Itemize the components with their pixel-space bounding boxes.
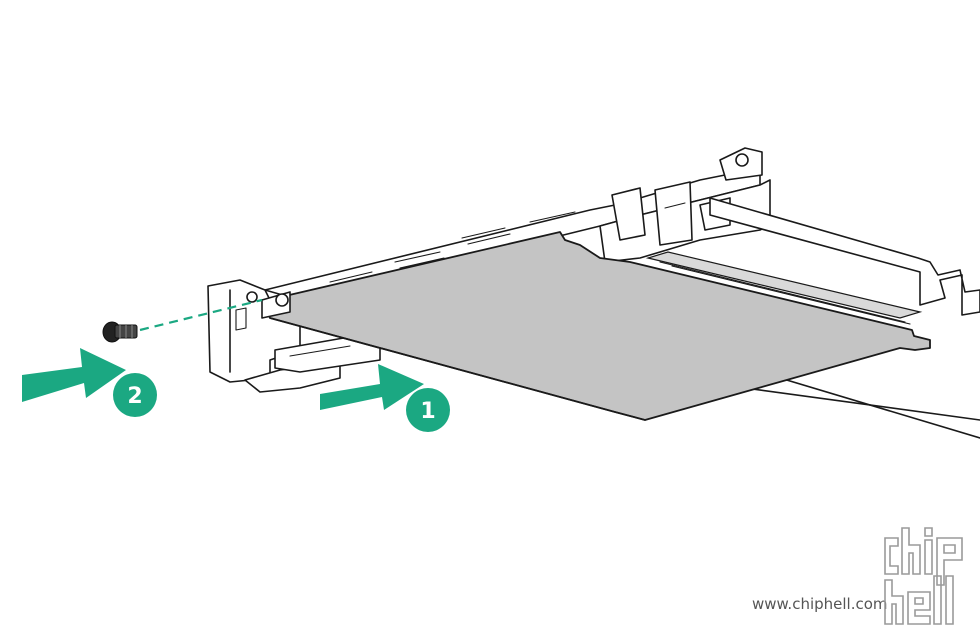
step-2-arrow-icon (22, 348, 126, 402)
chiphell-logo-icon (884, 527, 963, 625)
riser-cage (264, 147, 980, 325)
watermark-url: www.chiphell.com (752, 595, 888, 613)
step-1-number: 1 (420, 399, 435, 424)
watermark: www.chiphell.com (752, 527, 963, 625)
step-2-badge: 2 (113, 373, 157, 417)
screw-icon (102, 321, 138, 343)
screw-path-dashed-line (139, 298, 263, 332)
step-1-badge: 1 (406, 388, 450, 432)
screw-assembly (102, 298, 263, 343)
step-2-number: 2 (127, 384, 142, 409)
step-1-arrow-icon (320, 364, 424, 410)
expansion-card (261, 231, 931, 421)
